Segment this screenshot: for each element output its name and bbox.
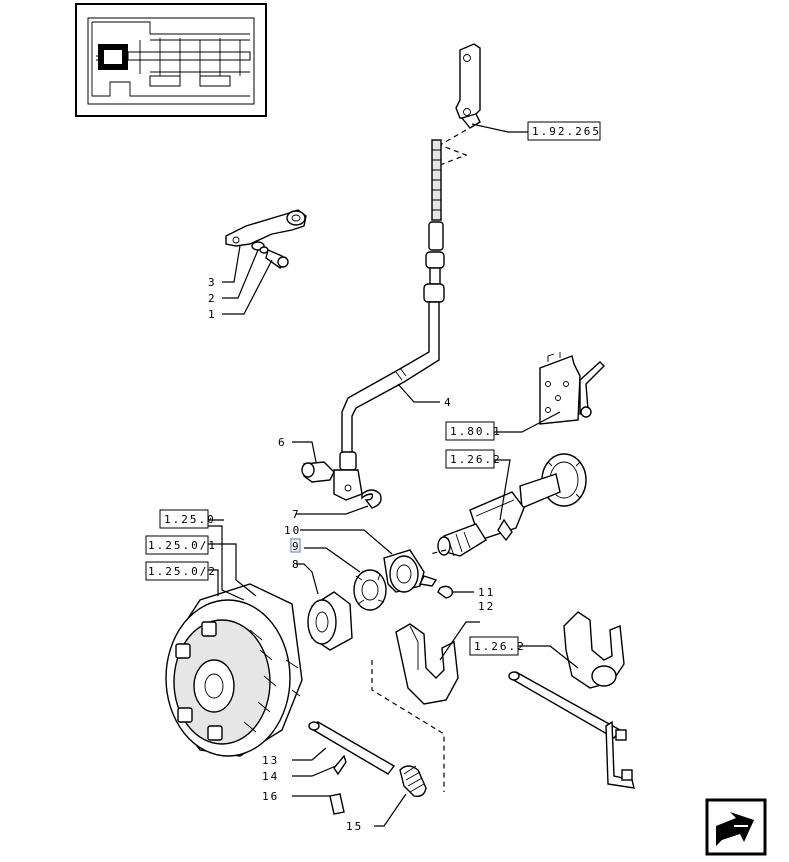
reference-label: 1.25.0 [164,513,216,526]
control-rod [339,139,445,471]
lever-assembly [225,209,307,269]
callout-1: 1 [208,308,217,321]
release-fork [395,623,459,705]
fork-shaft [308,721,427,815]
reference-label: 1.26.2 [450,453,502,466]
reference-label: 1.25.0/1 [148,539,217,552]
reference-1-80-1[interactable]: 1.80.1 [445,421,502,441]
reference-1-25-0-2[interactable]: 1.25.0/2 [145,561,217,581]
reference-label: 1.25.0/2 [148,565,217,578]
reference-label: 1.26.2 [474,640,526,653]
callout-13: 13 [262,754,279,767]
reference-1-25-0[interactable]: 1.25.0 [159,509,216,529]
shift-fork-right [508,611,635,789]
callout-16: 16 [262,790,279,803]
transmission-section-thumbnail[interactable] [75,3,267,117]
upper-bracket [455,43,481,129]
reference-1-92-265[interactable]: 1.92.265 [527,121,601,141]
callout-4: 4 [444,396,453,409]
callout-8: 8 [292,558,301,571]
callout-7: 7 [292,508,301,521]
next-page-arrow-icon[interactable] [705,798,767,856]
callout-6: 6 [278,436,287,449]
release-sleeve [437,453,587,557]
reference-1-25-0-1[interactable]: 1.25.0/1 [145,535,217,555]
reference-label: 1.80.1 [450,425,502,438]
reference-1-26-2-upper[interactable]: 1.26.2 [445,449,502,469]
callout-2: 2 [208,292,217,305]
yoke-fork [301,461,382,509]
reference-1-26-2-lower[interactable]: 1.26.2 [469,636,526,656]
release-bearing [307,549,438,651]
callouts: 3 2 1 4 6 7 10 9 8 11 12 13 14 16 15 [208,276,495,833]
reference-label: 1.92.265 [532,125,601,138]
callout-9: 9 [292,540,301,553]
shift-bracket [539,352,605,425]
clutch-assembly [165,583,303,757]
callout-15: 15 [346,820,363,833]
callout-14: 14 [262,770,279,783]
callout-10: 10 [284,524,301,537]
callout-3: 3 [208,276,217,289]
callout-12: 12 [478,600,495,613]
callout-11: 11 [478,586,495,599]
